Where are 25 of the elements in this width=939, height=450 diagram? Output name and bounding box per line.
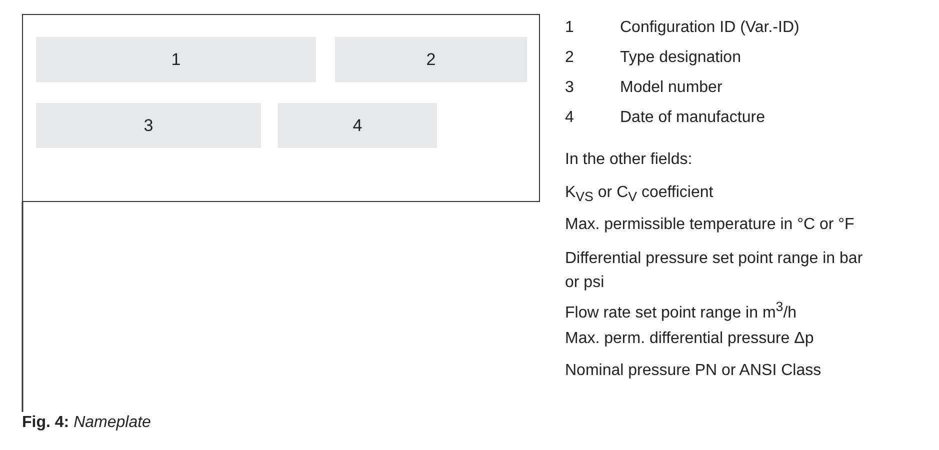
field-number: 3 xyxy=(144,116,154,136)
field-number: 2 xyxy=(426,50,436,70)
nameplate-outline xyxy=(22,14,540,202)
note-heading: In the other fields: xyxy=(565,150,694,170)
legend-text: Differential pressure set point range in bar or psi xyxy=(565,249,864,293)
legend-number: 3 xyxy=(565,78,575,98)
nameplate-field xyxy=(36,37,316,82)
legend-text: Model number xyxy=(620,78,724,98)
legend-text: Configuration ID (Var.-ID) xyxy=(620,18,800,38)
field-number: 4 xyxy=(352,116,362,136)
legend-text: Type designation xyxy=(620,48,742,68)
legend-number: 4 xyxy=(565,108,575,128)
nameplate-field xyxy=(335,37,527,82)
legend-number: 2 xyxy=(565,48,575,68)
legend-text: Max. perm. differential pressure Δp xyxy=(565,329,815,349)
legend-text: Max. permissible temperature in °C or °F xyxy=(565,215,856,235)
figure-caption: Fig. 4: Nameplate xyxy=(22,414,151,432)
legend-text: Nominal pressure PN or ANSI Class xyxy=(565,361,822,381)
legend-text: Flow rate set point range in m$^{3}$/h xyxy=(565,298,798,324)
nameplate-field xyxy=(36,103,261,148)
legend-text: Date of manufacture xyxy=(620,108,766,128)
field-number: 1 xyxy=(171,50,181,70)
legend-text: K$_{VS}$ or C$_{V}$ coefficient xyxy=(565,183,714,206)
nameplate-field xyxy=(278,103,437,148)
legend-number: 1 xyxy=(565,18,575,38)
